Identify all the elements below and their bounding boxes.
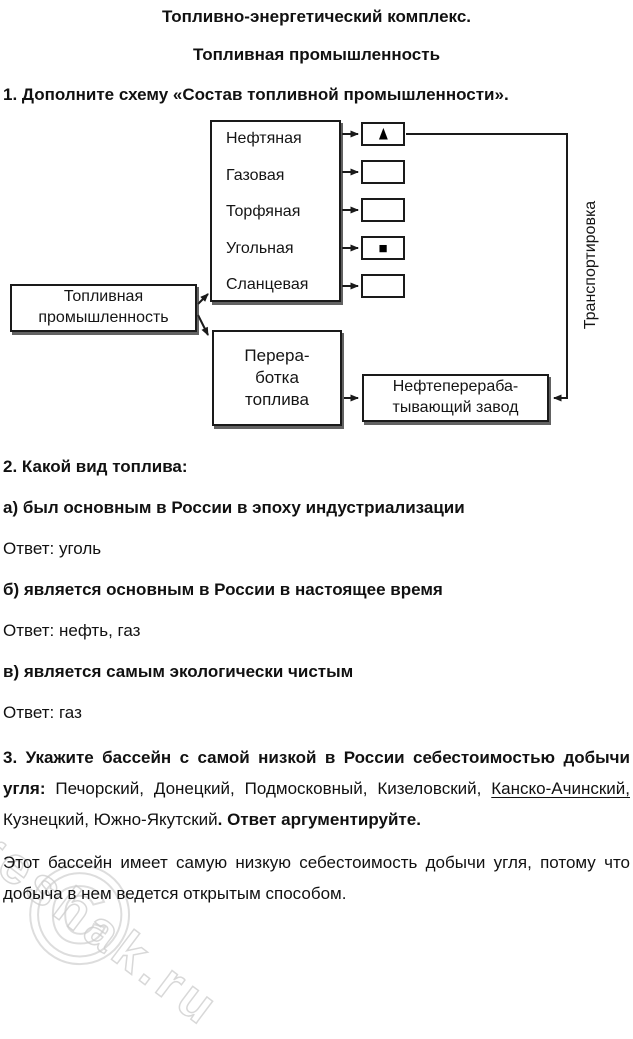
task3-outro: . Ответ аргументируйте. <box>217 810 421 829</box>
task3-intro: 3. Укажите бассейн с самой низкой в Росс… <box>3 748 630 798</box>
task2-answer-a: Ответ: уголь <box>3 539 102 558</box>
task3-basins-2: Кузнецкий, Южно-Якутский <box>3 810 218 829</box>
industry-label-coal: Угольная <box>226 239 294 257</box>
doc-title-line-1: Топливно-энергетический комплекс. <box>161 7 472 26</box>
fuel-industry-diagram: Нефтяная Газовая Торфяная Угольная Сланц… <box>0 109 633 456</box>
worksheet-page: © reshak.ru Топливно-энергетический комп… <box>0 6 633 1039</box>
symbol-box-oil: ▲ <box>361 122 405 146</box>
symbol-box-coal: ■ <box>361 236 405 260</box>
task3-paragraph: 3. Укажите бассейн с самой низкой в Росс… <box>0 742 633 835</box>
fuel-industry-box: Топливная промышленность <box>10 284 197 332</box>
industry-label-gas: Газовая <box>226 166 285 184</box>
diagram-arrows <box>197 130 568 402</box>
task3-basins-1: Печорский, Донецкий, Подмосковный, Кизел… <box>55 779 492 798</box>
doc-title-line-2: Топливная промышленность <box>192 45 441 64</box>
task2-answer-c: Ответ: газ <box>3 703 82 722</box>
task1-heading: 1. Дополните схему «Состав топливной про… <box>3 85 509 104</box>
task2-question-a: а) был основным в России в эпоху индустр… <box>3 498 465 517</box>
oil-refinery-box: Нефтеперераба- тывающий завод <box>362 374 549 422</box>
industries-list-box: Нефтяная Газовая Торфяная Угольная Сланц… <box>210 120 341 302</box>
task2-question-c: в) является самым экологически чистым <box>3 662 354 681</box>
industry-label-shale: Сланцевая <box>226 276 309 293</box>
blank-box-gas <box>361 160 405 184</box>
blank-box-peat <box>361 198 405 222</box>
transport-label: Транспортировка <box>582 200 599 330</box>
industry-label-oil: Нефтяная <box>226 130 302 147</box>
task3-answer: Этот бассейн имеет самую низкую себестои… <box>3 853 630 903</box>
task3-underlined-basin: Канско-Ачинский, <box>491 779 630 798</box>
square-symbol-icon: ■ <box>378 239 388 257</box>
blank-box-shale <box>361 274 405 298</box>
fuel-processing-box: Перера- ботка топлива <box>212 330 342 426</box>
task2-question-b: б) является основным в России в настояще… <box>3 580 443 599</box>
triangle-symbol-icon: ▲ <box>375 121 391 145</box>
industry-label-peat: Торфяная <box>226 203 301 220</box>
task2-answer-b: Ответ: нефть, газ <box>3 621 141 640</box>
task2-heading: 2. Какой вид топлива: <box>3 457 188 476</box>
